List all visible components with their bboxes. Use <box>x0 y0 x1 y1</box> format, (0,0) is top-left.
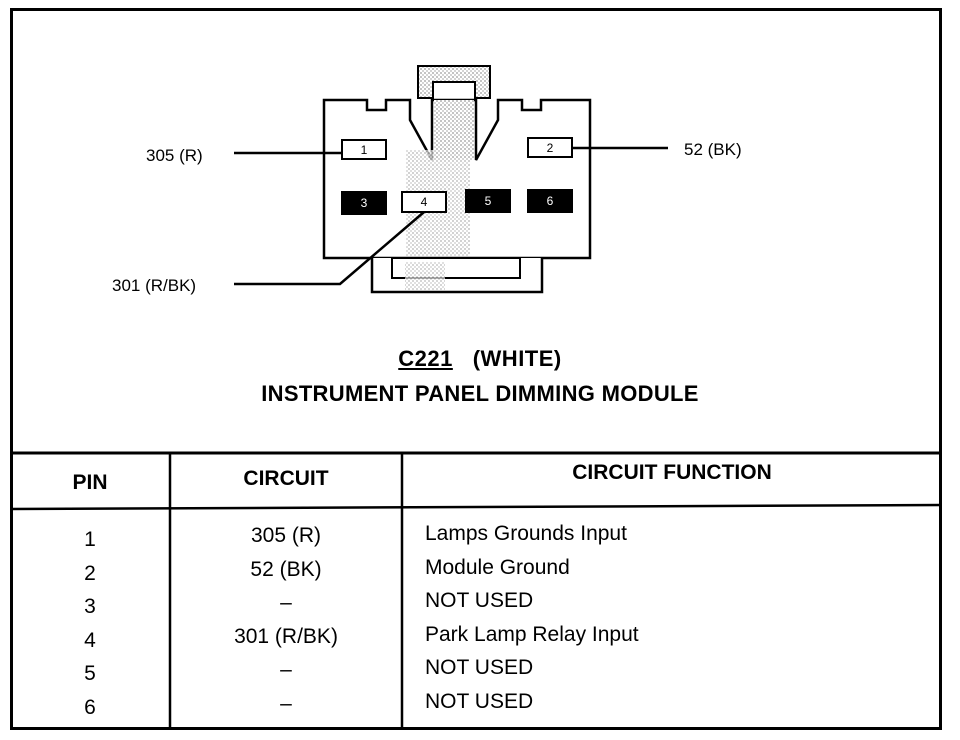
pin-number-1: 1 <box>360 143 368 157</box>
connector-diagram <box>10 65 942 455</box>
leader-line-pin4 <box>234 211 425 286</box>
pin-table-lines <box>10 453 942 730</box>
table-cell-function: Module Ground <box>425 555 570 579</box>
pin-cavity-3 <box>341 191 387 215</box>
diagram-frame <box>10 8 942 730</box>
table-cell-pin: 3 <box>84 595 96 618</box>
pin-number-3: 3 <box>360 196 368 210</box>
table-cell-function: NOT USED <box>425 689 534 713</box>
table-cell-circuit: 305 (R) <box>250 524 322 547</box>
table-cell-circuit: – <box>280 591 292 614</box>
pin-table: PIN CIRCUIT CIRCUIT FUNCTION 1 2 3 4 5 6… <box>10 453 942 730</box>
pin-column: 1 2 3 4 5 6 <box>10 523 170 724</box>
header-circuit: CIRCUIT <box>243 467 329 490</box>
pin-number-4: 4 <box>420 195 428 209</box>
function-column: Lamps Grounds Input Module Ground NOT US… <box>425 517 935 718</box>
pin-cavity-6 <box>527 189 573 213</box>
connector-color: (WHITE) <box>472 346 562 371</box>
table-cell-function: Park Lamp Relay Input <box>425 622 639 646</box>
pin-number-5: 5 <box>484 194 492 208</box>
table-cell-circuit: – <box>280 658 292 681</box>
header-circuit-function: CIRCUIT FUNCTION <box>572 461 772 484</box>
pin-cavity-1 <box>341 139 387 160</box>
table-cell-pin: 5 <box>84 662 96 685</box>
table-cell-pin: 1 <box>84 528 96 551</box>
pin-number-6: 6 <box>546 194 554 208</box>
header-pin: PIN <box>72 471 108 494</box>
table-cell-circuit: – <box>280 691 292 715</box>
pin-number-2: 2 <box>546 141 554 155</box>
table-cell-pin: 6 <box>84 695 96 719</box>
pin-cavity-5 <box>465 189 511 213</box>
table-cell-circuit: 301 (R/BK) <box>234 624 338 648</box>
table-cell-pin: 4 <box>84 628 96 652</box>
table-cell-pin: 2 <box>84 561 96 585</box>
table-cell-function: NOT USED <box>425 656 534 679</box>
wire-label-pin1: 305 (R) <box>146 146 203 165</box>
module-name: INSTRUMENT PANEL DIMMING MODULE <box>261 381 699 406</box>
table-cell-circuit: 52 (BK) <box>250 557 322 581</box>
wire-label-pin4: 301 (R/BK) <box>112 276 197 295</box>
connector-title: C221 (WHITE) <box>0 346 960 372</box>
connector-latch <box>417 65 491 101</box>
connector-id: C221 <box>398 346 453 371</box>
table-cell-function: NOT USED <box>425 589 534 612</box>
circuit-column: 305 (R) 52 (BK) – 301 (R/BK) – – <box>170 519 402 720</box>
table-cell-function: Lamps Grounds Input <box>425 522 627 545</box>
wire-label-pin2: 52 (BK) <box>684 140 742 159</box>
connector-body <box>322 98 592 294</box>
